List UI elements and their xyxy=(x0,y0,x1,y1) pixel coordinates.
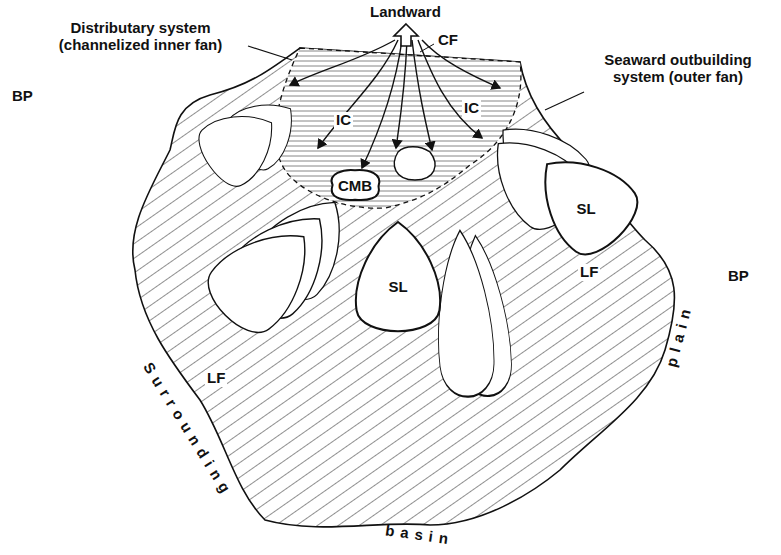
channel-mouth-bar: CMB xyxy=(327,168,383,202)
feeder-channel-label: CF xyxy=(438,32,458,49)
inner-fan-label: Distributary system (channelized inner f… xyxy=(38,20,243,53)
node-label: CMB xyxy=(338,177,372,194)
interchannel-label: IC xyxy=(462,100,481,117)
suprafan-lobe: SL xyxy=(352,222,444,340)
interchannel-label: IC xyxy=(334,112,353,129)
lobe-fringe-label: LF xyxy=(578,264,600,281)
basin-label: basin xyxy=(385,522,456,548)
suprafan-lobe: SL xyxy=(540,148,632,258)
basin-plain-label: BP xyxy=(12,88,33,105)
node-label: SL xyxy=(576,200,595,217)
direction-label: Landward xyxy=(370,4,441,21)
lobe-fringe-label: LF xyxy=(205,370,227,387)
node-label: SL xyxy=(388,278,407,295)
outer-fan-label: Seaward outbuilding system (outer fan) xyxy=(588,52,768,85)
basin-plain-label: BP xyxy=(728,268,749,285)
